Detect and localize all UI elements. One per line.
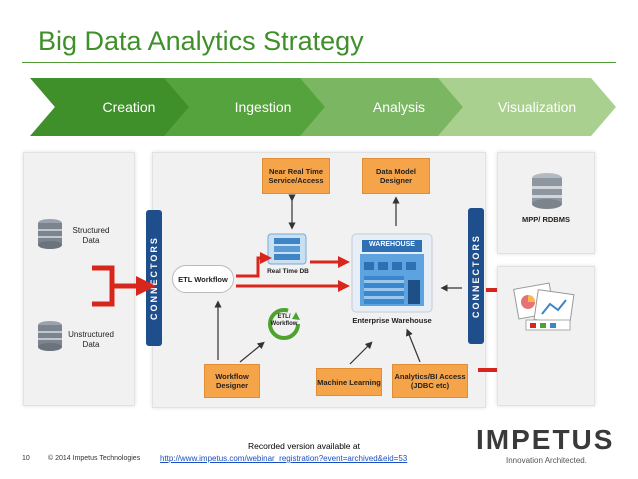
title-divider — [22, 62, 616, 63]
warehouse-icon — [351, 233, 433, 313]
stage-label: Ingestion — [234, 99, 292, 115]
analytics-bi-access-box: Analytics/BI Access (JDBC etc) — [392, 364, 468, 398]
webinar-link[interactable]: http://www.impetus.com/webinar_registrat… — [160, 454, 408, 463]
connectors-label: CONNECTORS — [471, 234, 481, 318]
connectors-label: CONNECTORS — [149, 236, 159, 320]
stage-visualization: Visualization — [438, 78, 616, 136]
cycle-icon — [268, 308, 300, 340]
stage-label: Creation — [102, 99, 156, 115]
warehouse-sign: WAREHOUSE — [369, 241, 415, 248]
connectors-bar-left: CONNECTORS — [146, 210, 162, 346]
unstructured-data-label: Unstructured Data — [68, 330, 114, 349]
page-title: Big Data Analytics Strategy — [38, 26, 364, 56]
server-icon — [267, 233, 307, 265]
database-icon — [38, 219, 62, 249]
copyright-text: © 2014 Impetus Technologies — [48, 455, 141, 462]
connectors-bar-right: CONNECTORS — [468, 208, 484, 344]
page-number: 10 — [22, 455, 30, 462]
etl-workflow-box: ETL Workflow — [172, 265, 234, 293]
near-real-time-box: Near Real Time Service/Access — [262, 158, 330, 194]
etl-cycle-label: ETL/ Workflow — [270, 314, 298, 327]
reports-icon — [513, 282, 575, 331]
workflow-designer-box: Workflow Designer — [204, 364, 260, 398]
enterprise-warehouse-label: Enterprise Warehouse — [352, 316, 432, 325]
machine-learning-box: Machine Learning — [316, 368, 382, 396]
sources-panel — [23, 152, 135, 406]
database-stack-icon — [532, 173, 562, 209]
recorded-notice: Recorded version available at — [248, 441, 360, 451]
stage-label: Visualization — [497, 99, 577, 115]
database-icon — [38, 321, 62, 351]
structured-data-label: Structured Data — [72, 226, 110, 245]
mpp-rdbms-label: MPP/ RDBMS — [522, 215, 570, 224]
impetus-logo: IMPETUS — [476, 424, 615, 455]
logo-tagline: Innovation Architected. — [506, 456, 587, 465]
data-model-designer-box: Data Model Designer — [362, 158, 430, 194]
stage-label: Analysis — [372, 99, 426, 115]
real-time-db-label: Real Time DB — [267, 268, 309, 275]
